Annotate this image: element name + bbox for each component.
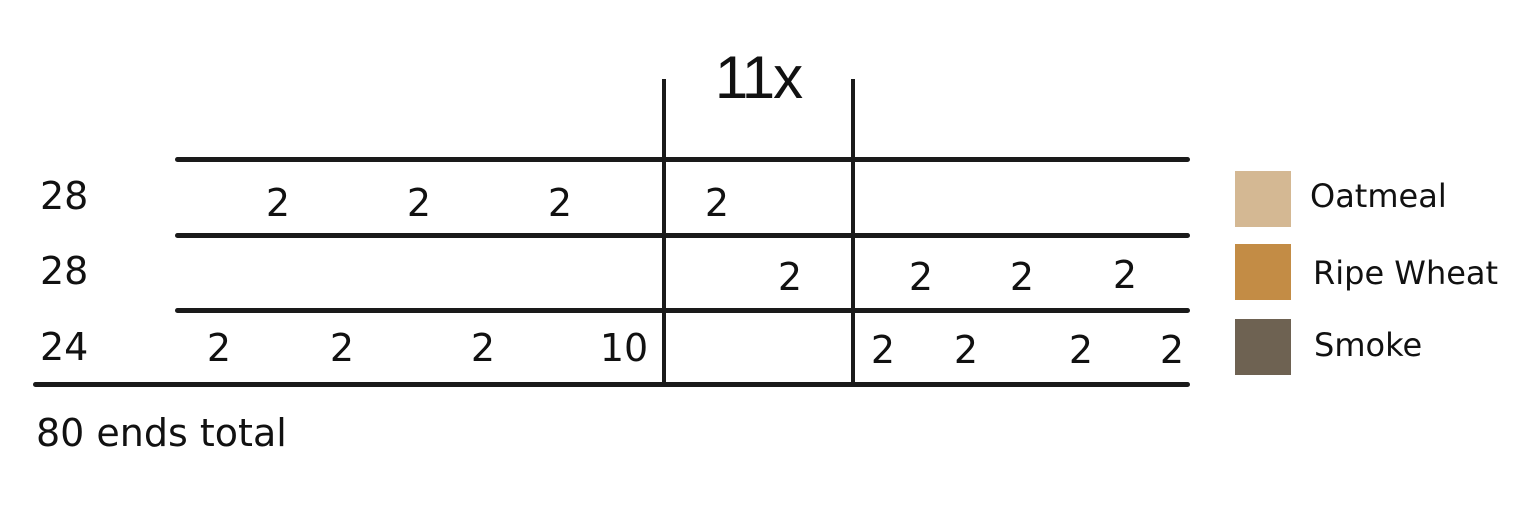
warp-count: 2: [870, 328, 896, 372]
warp-count: 2: [206, 326, 232, 370]
row-total-ripe-wheat: 28: [40, 249, 89, 293]
warp-count: 2: [1112, 253, 1138, 297]
warp-count: 2: [406, 181, 432, 225]
row-line-2: [175, 308, 1190, 313]
warp-count: 2: [704, 181, 730, 225]
legend-label-ripe-wheat: Ripe Wheat: [1313, 254, 1499, 292]
row-line-bottom: [33, 382, 1190, 387]
legend-label-oatmeal: Oatmeal: [1310, 177, 1447, 215]
warp-count: 2: [265, 181, 291, 225]
warp-count: 2: [1009, 255, 1035, 299]
legend-swatch-smoke: [1235, 319, 1291, 375]
ends-total-label: 80 ends total: [36, 411, 287, 455]
legend-swatch-oatmeal: [1235, 171, 1291, 227]
warp-count: 2: [470, 326, 496, 370]
warp-count: 2: [1159, 328, 1185, 372]
warp-count: 2: [908, 255, 934, 299]
warp-count: 2: [953, 328, 979, 372]
warp-count: 2: [547, 181, 573, 225]
row-total-smoke: 24: [40, 325, 89, 369]
row-total-oatmeal: 28: [40, 174, 89, 218]
legend-label-smoke: Smoke: [1314, 326, 1423, 364]
warp-count: 2: [1068, 328, 1094, 372]
row-line-top: [175, 157, 1190, 162]
row-line-1: [175, 233, 1190, 238]
warp-count: 10: [599, 326, 649, 370]
warp-count: 2: [777, 255, 803, 299]
warp-count: 2: [329, 326, 355, 370]
repeat-label: 11x: [714, 44, 803, 111]
legend-swatch-ripe-wheat: [1235, 244, 1291, 300]
